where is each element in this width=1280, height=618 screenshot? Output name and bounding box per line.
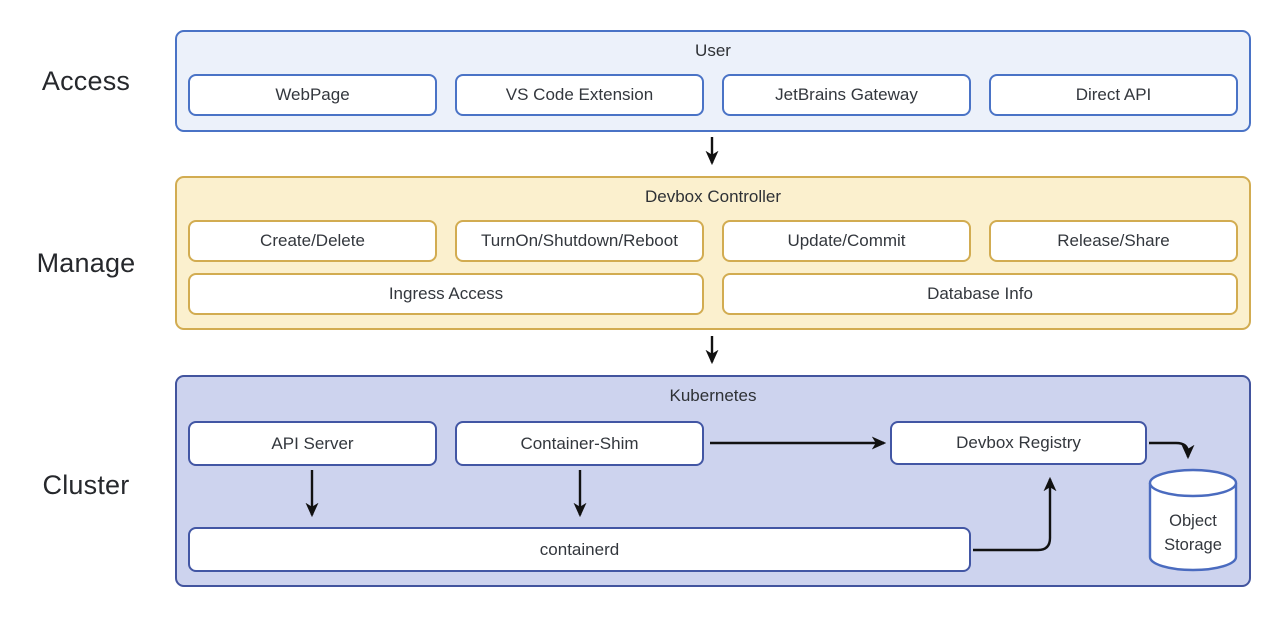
node-vscode-extension: VS Code Extension <box>455 74 704 116</box>
object-storage-label: Object Storage <box>1164 512 1222 554</box>
kubernetes-panel-title: Kubernetes <box>669 386 757 405</box>
node-container-shim: Container-Shim <box>455 421 704 466</box>
node-containerd: containerd <box>188 527 971 572</box>
node-object-storage: Object Storage <box>1148 468 1238 572</box>
devbox-controller-panel-title: Devbox Controller <box>644 187 782 206</box>
node-update-commit: Update/Commit <box>722 220 971 262</box>
node-jetbrains-gateway: JetBrains Gateway <box>722 74 971 116</box>
node-turnon-shutdown-reboot: TurnOn/Shutdown/Reboot <box>455 220 704 262</box>
user-panel-title: User <box>695 41 731 60</box>
database-cylinder-icon <box>1148 468 1238 572</box>
node-release-share: Release/Share <box>989 220 1238 262</box>
node-devbox-registry: Devbox Registry <box>890 421 1147 465</box>
node-ingress-access: Ingress Access <box>188 273 704 315</box>
layer-label-cluster: Cluster <box>42 470 130 500</box>
node-database-info: Database Info <box>722 273 1238 315</box>
node-create-delete: Create/Delete <box>188 220 437 262</box>
layer-label-manage: Manage <box>36 248 136 278</box>
node-webpage: WebPage <box>188 74 437 116</box>
node-api-server: API Server <box>188 421 437 466</box>
node-direct-api: Direct API <box>989 74 1238 116</box>
layer-label-access: Access <box>41 66 131 96</box>
